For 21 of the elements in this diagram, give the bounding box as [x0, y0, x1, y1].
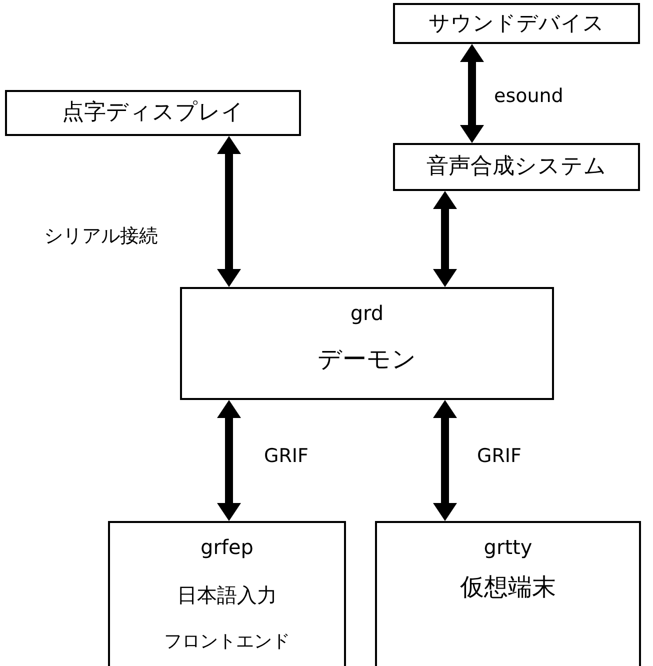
box-heading: grd [350, 301, 384, 325]
process-box [108, 521, 346, 666]
box-text: 日本語入力 [177, 583, 277, 607]
double-arrow [217, 136, 241, 287]
double-arrow [217, 400, 241, 521]
box-text: 仮想端末 [460, 573, 556, 602]
box-text: 点字ディスプレイ [62, 100, 244, 126]
box-text: サウンドデバイス [428, 10, 604, 36]
process-box [375, 521, 641, 666]
process-box [393, 3, 640, 44]
box-text: フロントエンド [164, 631, 290, 653]
process-box [5, 90, 301, 136]
double-arrow [433, 191, 457, 287]
box-heading: grtty [484, 535, 532, 559]
box-heading: grfep [200, 535, 254, 559]
box-text: 音声合成システム [426, 154, 606, 180]
double-arrow [460, 44, 484, 143]
process-box [393, 143, 640, 191]
box-text: デーモン [318, 345, 416, 374]
double-arrow [433, 400, 457, 521]
process-box [180, 287, 554, 400]
